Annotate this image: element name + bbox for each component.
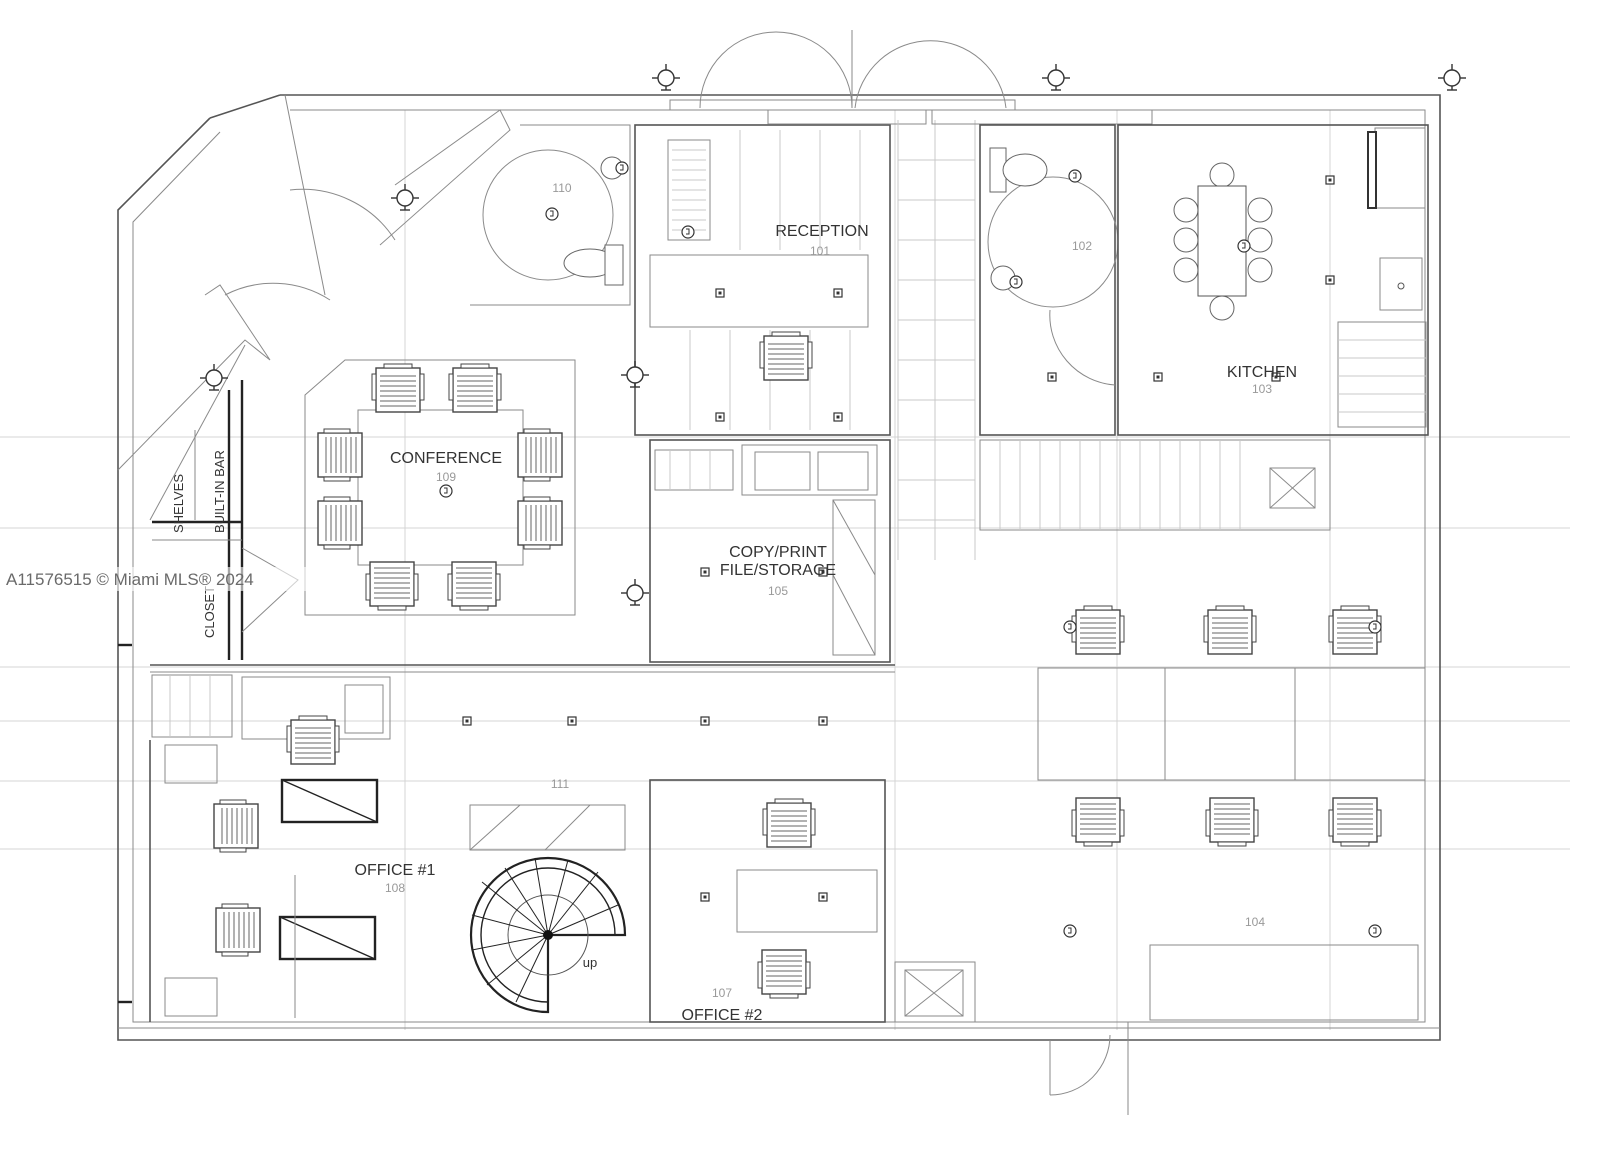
room-label-conference: CONFERENCE [390, 450, 502, 467]
shelves-label: SHELVES [171, 474, 186, 533]
room-number-111: 111 [551, 777, 570, 791]
room-number-110: 110 [552, 181, 571, 195]
office-1 [149, 715, 626, 1022]
conference-room [304, 359, 576, 616]
restroom-102 [979, 124, 1119, 436]
built-in-bar-label: BUILT-IN BAR [212, 450, 227, 533]
room-label-office-1: OFFICE #1 [355, 862, 436, 879]
entry-double-doors [669, 30, 1016, 111]
room-label-reception: RECEPTION [775, 223, 868, 240]
room-labels: RECEPTION 101 102 KITCHEN 103 104 COPY/P… [171, 181, 1297, 1024]
diagonal-walls [117, 94, 511, 521]
kitchen-room [1117, 124, 1429, 436]
room-number-109: 109 [436, 470, 456, 484]
central-corridor [897, 109, 1153, 560]
room-label-office-2: OFFICE #2 [682, 1007, 763, 1024]
room-number-101: 101 [810, 244, 830, 258]
room-label-kitchen: KITCHEN [1227, 364, 1297, 381]
copy-print-room [649, 439, 891, 663]
office-2 [649, 779, 976, 1023]
stair-treads [979, 439, 1331, 531]
spiral-stair [469, 856, 627, 1014]
corridor-111 [150, 664, 895, 740]
stair-up-label: up [583, 955, 597, 970]
room-label-file-storage: FILE/STORAGE [720, 562, 836, 579]
grid-lines [0, 110, 1570, 1030]
open-office-104 [1037, 605, 1426, 1021]
closet-label: CLOSET [202, 586, 217, 638]
restroom-110 [470, 124, 631, 306]
room-number-103: 103 [1252, 382, 1272, 396]
room-number-102: 102 [1072, 239, 1092, 253]
room-number-108: 108 [385, 881, 405, 895]
watermark-text: A11576515 © Miami MLS® 2024 [6, 570, 254, 589]
room-number-104: 104 [1245, 915, 1265, 929]
reception-room [634, 109, 927, 436]
room-number-105: 105 [768, 584, 788, 598]
room-label-copy-print: COPY/PRINT [729, 544, 827, 561]
room-number-107: 107 [712, 986, 732, 1000]
